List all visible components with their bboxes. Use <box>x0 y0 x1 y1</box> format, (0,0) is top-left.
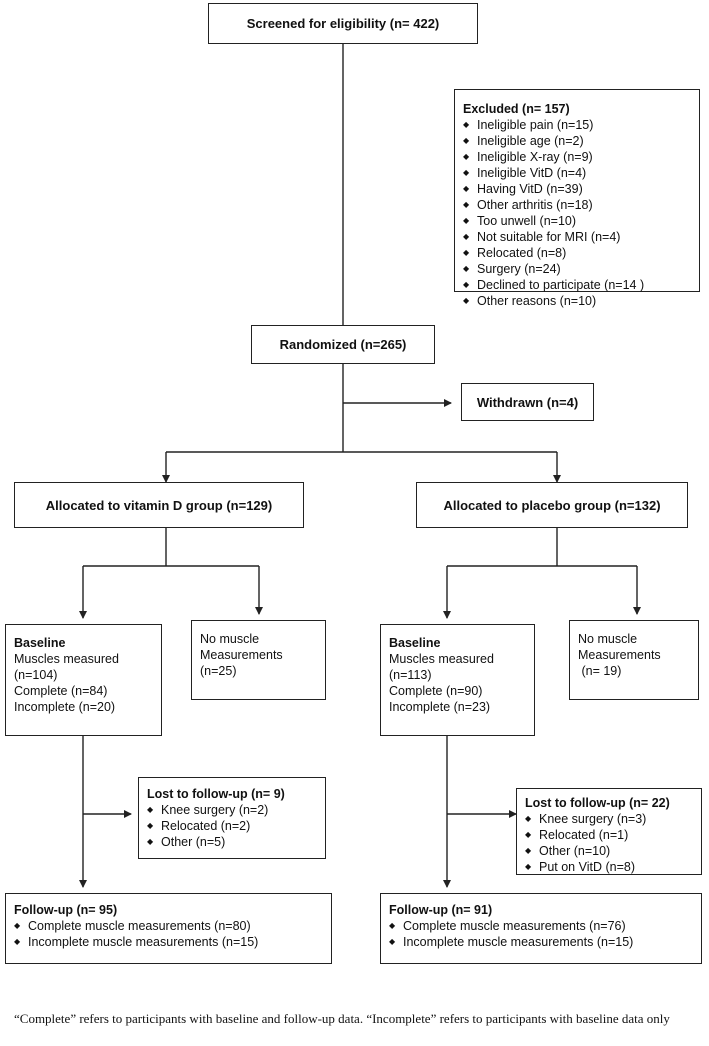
flow-connectors <box>79 44 641 888</box>
placebo-lost-item: Put on VitD (n=8) <box>525 859 695 875</box>
excluded-title: Excluded (n= 157) <box>463 102 570 116</box>
excluded-item: Declined to participate (n=14 ) <box>463 277 693 293</box>
vitd-baseline-line: Incomplete (n=20) <box>14 700 116 714</box>
excluded-item: Not suitable for MRI (n=4) <box>463 229 693 245</box>
withdrawn-label: Withdrawn (n=4) <box>476 394 579 410</box>
footnote: “Complete” refers to participants with b… <box>14 1011 670 1026</box>
excluded-item: Ineligible VitD (n=4) <box>463 165 693 181</box>
placebo-followup-item: Complete muscle measurements (n=76) <box>389 918 695 934</box>
vitd-no-muscle-line: Measurements <box>200 648 283 662</box>
randomized-box: Randomized (n=265) <box>251 325 435 364</box>
placebo-baseline-line: Muscles measured <box>389 652 494 666</box>
placebo-followup-title: Follow-up (n= 91) <box>389 903 493 917</box>
vitd-followup-box: Follow-up (n= 95) Complete muscle measur… <box>5 893 332 964</box>
placebo-lost-item: Relocated (n=1) <box>525 827 695 843</box>
screened-box: Screened for eligibility (n= 422) <box>208 3 478 44</box>
vitd-followup-item: Incomplete muscle measurements (n=15) <box>14 934 325 950</box>
excluded-item: Having VitD (n=39) <box>463 181 693 197</box>
placebo-baseline-line: (n=113) <box>389 668 432 682</box>
excluded-item: Relocated (n=8) <box>463 245 693 261</box>
placebo-baseline-line: Complete (n=90) <box>389 684 483 698</box>
placebo-no-muscle-box: No muscle Measurements (n= 19) <box>569 620 699 700</box>
vitd-followup-title: Follow-up (n= 95) <box>14 903 118 917</box>
excluded-item: Other reasons (n=10) <box>463 293 693 309</box>
placebo-baseline-line: Incomplete (n=23) <box>389 700 491 714</box>
excluded-item: Ineligible pain (n=15) <box>463 117 693 133</box>
placebo-followup-item: Incomplete muscle measurements (n=15) <box>389 934 695 950</box>
excluded-item: Too unwell (n=10) <box>463 213 693 229</box>
vitd-no-muscle-line: No muscle <box>200 632 260 646</box>
placebo-no-muscle-line: Measurements <box>578 648 661 662</box>
placebo-baseline-title: Baseline <box>389 636 441 650</box>
vitd-baseline-line: Muscles measured <box>14 652 119 666</box>
vitd-baseline-title: Baseline <box>14 636 66 650</box>
withdrawn-box: Withdrawn (n=4) <box>461 383 594 421</box>
placebo-no-muscle-line: (n= 19) <box>578 664 622 678</box>
placebo-lost-item: Knee surgery (n=3) <box>525 811 695 827</box>
excluded-item: Ineligible age (n=2) <box>463 133 693 149</box>
placebo-followup-list: Complete muscle measurements (n=76) Inco… <box>389 918 695 950</box>
excluded-item: Other arthritis (n=18) <box>463 197 693 213</box>
excluded-list: Ineligible pain (n=15) Ineligible age (n… <box>463 117 693 309</box>
placebo-lost-title: Lost to follow-up (n= 22) <box>525 796 670 810</box>
vitd-no-muscle-line: (n=25) <box>200 664 237 678</box>
vitd-lost-item: Other (n=5) <box>147 834 319 850</box>
vitd-no-muscle-box: No muscle Measurements (n=25) <box>191 620 326 700</box>
vitd-followup-item: Complete muscle measurements (n=80) <box>14 918 325 934</box>
vitd-lost-title: Lost to follow-up (n= 9) <box>147 787 285 801</box>
vitd-lost-item: Knee surgery (n=2) <box>147 802 319 818</box>
vitd-baseline-line: (n=104) <box>14 668 58 682</box>
excluded-item: Surgery (n=24) <box>463 261 693 277</box>
screened-label: Screened for eligibility (n= 422) <box>246 16 440 31</box>
randomized-label: Randomized (n=265) <box>279 337 407 352</box>
vitd-lost-box: Lost to follow-up (n= 9) Knee surgery (n… <box>138 777 326 859</box>
vitd-lost-item: Relocated (n=2) <box>147 818 319 834</box>
vitd-allocated-label: Allocated to vitamin D group (n=129) <box>45 497 273 513</box>
vitd-followup-list: Complete muscle measurements (n=80) Inco… <box>14 918 325 950</box>
vitd-baseline-line: Complete (n=84) <box>14 684 108 698</box>
vitd-lost-list: Knee surgery (n=2) Relocated (n=2) Other… <box>147 802 319 850</box>
placebo-baseline-box: Baseline Muscles measured (n=113) Comple… <box>380 624 535 736</box>
placebo-lost-item: Other (n=10) <box>525 843 695 859</box>
vitd-baseline-box: Baseline Muscles measured (n=104) Comple… <box>5 624 162 736</box>
placebo-allocated-label: Allocated to placebo group (n=132) <box>443 497 661 513</box>
placebo-no-muscle-line: No muscle <box>578 632 638 646</box>
vitd-allocated-box: Allocated to vitamin D group (n=129) <box>14 482 304 528</box>
placebo-allocated-box: Allocated to placebo group (n=132) <box>416 482 688 528</box>
placebo-followup-box: Follow-up (n= 91) Complete muscle measur… <box>380 893 702 964</box>
excluded-box: Excluded (n= 157) Ineligible pain (n=15)… <box>454 89 700 309</box>
placebo-lost-box: Lost to follow-up (n= 22) Knee surgery (… <box>516 788 702 875</box>
excluded-item: Ineligible X-ray (n=9) <box>463 149 693 165</box>
placebo-lost-list: Knee surgery (n=3) Relocated (n=1) Other… <box>525 811 695 875</box>
